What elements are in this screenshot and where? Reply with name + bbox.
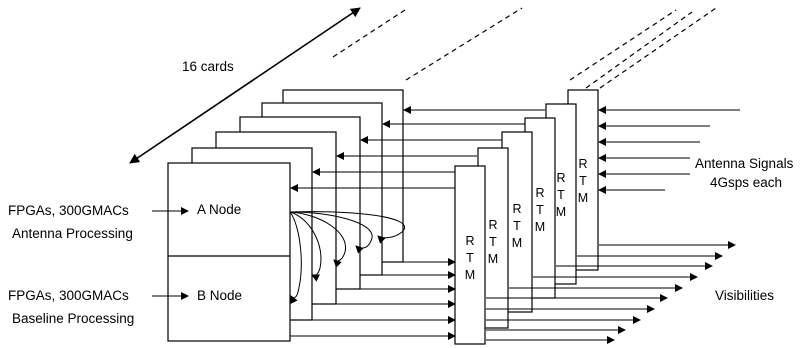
front-card bbox=[167, 162, 291, 342]
svg-text:T: T bbox=[536, 203, 544, 217]
fpga-bottom-label: FPGAs, 300GMACs bbox=[8, 288, 129, 303]
svg-text:M: M bbox=[465, 268, 475, 282]
antenna-signal-arrows bbox=[598, 106, 740, 194]
interconnect-arcs bbox=[289, 211, 405, 305]
baseline-processing-label: Baseline Processing bbox=[12, 311, 134, 326]
b-node-label: B Node bbox=[197, 288, 242, 303]
antenna-signals-label: Antenna Signals bbox=[695, 156, 794, 171]
svg-text:M: M bbox=[512, 236, 522, 250]
fpga-top-label: FPGAs, 300GMACs bbox=[8, 203, 129, 218]
stack-depth-arrow bbox=[129, 7, 361, 164]
svg-text:M: M bbox=[578, 191, 588, 205]
svg-text:T: T bbox=[466, 251, 474, 265]
left-input-arrows bbox=[152, 207, 189, 300]
svg-text:R: R bbox=[556, 171, 565, 185]
svg-text:T: T bbox=[489, 235, 497, 249]
svg-text:T: T bbox=[557, 188, 565, 202]
dashed-continuation-lines bbox=[332, 7, 717, 89]
svg-text:M: M bbox=[556, 205, 566, 219]
card-input-arrows bbox=[290, 106, 545, 192]
svg-text:T: T bbox=[513, 219, 521, 233]
cards-count-label: 16 cards bbox=[182, 59, 234, 74]
svg-text:M: M bbox=[535, 220, 545, 234]
svg-text:R: R bbox=[578, 157, 587, 171]
svg-text:R: R bbox=[512, 202, 521, 216]
visibilities-label: Visibilities bbox=[715, 288, 774, 303]
visibility-output-arrows bbox=[486, 241, 736, 344]
svg-text:R: R bbox=[535, 186, 544, 200]
card-to-rtm-links bbox=[290, 258, 456, 340]
gsps-label: 4Gsps each bbox=[710, 175, 782, 190]
a-node-label: A Node bbox=[197, 202, 241, 217]
svg-text:M: M bbox=[488, 252, 498, 266]
antenna-processing-label: Antenna Processing bbox=[12, 226, 133, 241]
svg-text:R: R bbox=[465, 234, 474, 248]
svg-text:R: R bbox=[488, 218, 497, 232]
svg-text:T: T bbox=[579, 174, 587, 188]
rtm-labels: R T M R T M R T M R T M R T M R T M bbox=[465, 157, 588, 282]
rtm-card-stack bbox=[454, 89, 599, 345]
